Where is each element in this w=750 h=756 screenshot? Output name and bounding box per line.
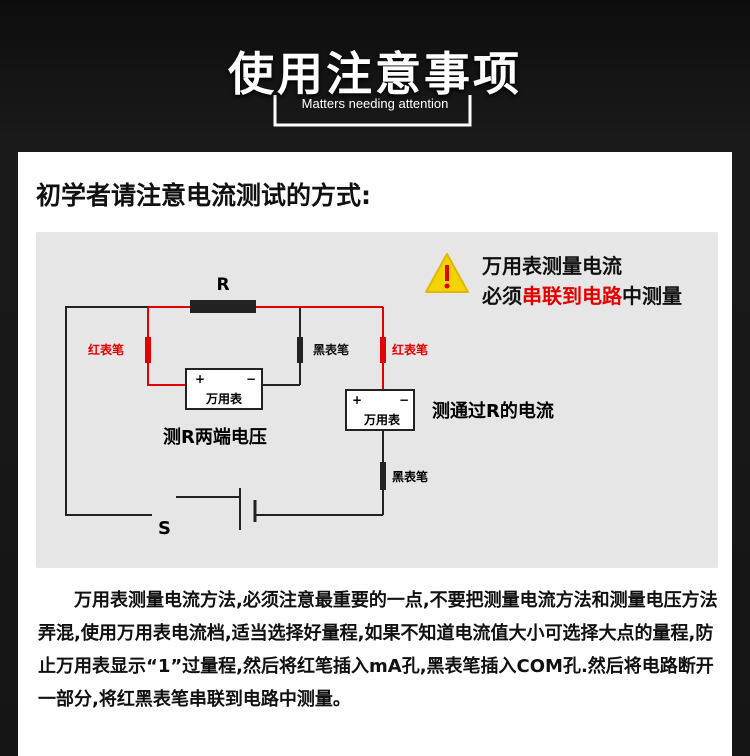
multimeter-left <box>185 368 263 410</box>
black-probe-label-bottom: 黑表笔 <box>392 469 428 484</box>
section-heading: 初学者请注意电流测试的方式: <box>36 181 371 210</box>
red-probe-label-right: 红表笔 <box>392 342 428 357</box>
warning-triangle-icon <box>425 253 469 293</box>
switch-label: S <box>158 518 171 539</box>
caption-right: 测通过R的电流 <box>432 400 554 422</box>
resistor <box>190 300 256 313</box>
warning-suffix: 中测量 <box>622 284 682 308</box>
red-probe-right <box>380 337 386 363</box>
circuit-wires <box>65 306 384 516</box>
warning-line-2: 必须串联到电路中测量 <box>482 280 682 309</box>
caption-left: 测R两端电压 <box>163 426 267 448</box>
meter-label-right: 万用表 <box>363 412 401 427</box>
black-probe-bottom <box>380 462 386 490</box>
black-probe-left <box>297 337 303 363</box>
black-probe-label-left: 黑表笔 <box>313 342 349 357</box>
multimeter-right <box>345 389 415 431</box>
warning-prefix: 必须 <box>482 284 522 308</box>
title-frame <box>273 95 472 127</box>
page-subtitle: Matters needing attention <box>301 96 449 111</box>
warning-highlight: 串联到电路 <box>522 284 622 308</box>
instruction-paragraph: 万用表测量电流方法,必须注意最重要的一点,不要把测量电流方法和测量电压方法弄混,… <box>38 590 718 710</box>
red-wires <box>147 306 384 390</box>
meter-label-left: 万用表 <box>205 391 243 406</box>
red-probe-label-left: 红表笔 <box>88 342 124 357</box>
page-title: 使用注意事项 <box>228 47 522 101</box>
meter-plus-right: + <box>352 393 362 407</box>
resistor-label: R <box>216 275 229 295</box>
meter-minus-left: − <box>246 372 256 386</box>
title-banner: 使用注意事项 Matters needing attention <box>0 0 750 150</box>
meter-minus-right: − <box>399 393 409 407</box>
red-probe-left <box>145 337 151 363</box>
warning-line-1: 万用表测量电流 <box>482 254 622 278</box>
meter-plus-left: + <box>195 372 205 386</box>
